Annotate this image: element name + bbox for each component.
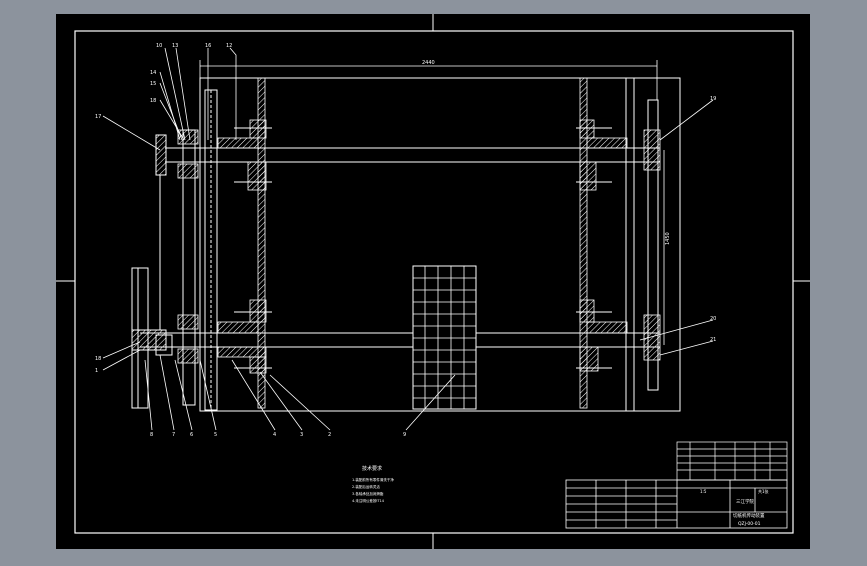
paper-stack xyxy=(412,265,477,410)
title-drawing-no: QZJ-00-01 xyxy=(738,521,761,527)
callout-13: 13 xyxy=(172,43,178,49)
parts-list xyxy=(676,441,788,481)
callout-12: 12 xyxy=(226,43,232,49)
notes-line-3: 3.各轴承处加润滑脂 xyxy=(352,491,384,496)
notes-line-4: 4.未注明公差按IT14 xyxy=(352,498,385,503)
right-frame xyxy=(625,77,659,412)
callout-17: 17 xyxy=(95,114,101,120)
notes-line-2: 2.装配后运转灵活 xyxy=(352,484,380,489)
top-dimension xyxy=(199,60,658,100)
callout-18b: 18 xyxy=(95,356,101,362)
drawing-frame xyxy=(74,30,794,534)
callout-5: 5 xyxy=(214,432,217,438)
bearing-housings xyxy=(177,119,661,374)
callout-16: 16 xyxy=(205,43,211,49)
center-marks xyxy=(56,14,810,549)
title-drawing-name: 切纸机传动装置 xyxy=(733,512,765,519)
callout-8: 8 xyxy=(150,432,153,438)
callout-10: 10 xyxy=(156,43,162,49)
title-school: 三江学院 xyxy=(736,498,754,505)
callout-1: 1 xyxy=(95,368,98,374)
left-coupling xyxy=(131,134,173,409)
callout-3: 3 xyxy=(300,432,303,438)
callout-19: 19 xyxy=(710,96,716,102)
title-block xyxy=(565,479,788,529)
bolts xyxy=(234,127,612,369)
callout-6: 6 xyxy=(190,432,193,438)
dimension-right-text: 1450 xyxy=(665,232,671,245)
callout-15: 15 xyxy=(150,81,156,87)
notes-line-1: 1.装配前所有零件清洗干净 xyxy=(352,477,394,482)
notes-heading: 技术要求 xyxy=(362,465,382,472)
callout-21: 21 xyxy=(710,337,716,343)
callout-18a: 18 xyxy=(150,98,156,104)
title-scale: 1:5 xyxy=(700,489,707,494)
callout-4: 4 xyxy=(273,432,276,438)
callout-2: 2 xyxy=(328,432,331,438)
callout-9: 9 xyxy=(403,432,406,438)
callout-7: 7 xyxy=(172,432,175,438)
callout-14: 14 xyxy=(150,70,156,76)
main-view-outline xyxy=(199,77,681,412)
right-wall-hatch xyxy=(579,77,588,409)
leader-lines xyxy=(102,47,714,431)
title-sheet: 共1张 xyxy=(758,488,769,494)
dimension-top-text: 2440 xyxy=(422,60,435,66)
callout-20: 20 xyxy=(710,316,716,322)
